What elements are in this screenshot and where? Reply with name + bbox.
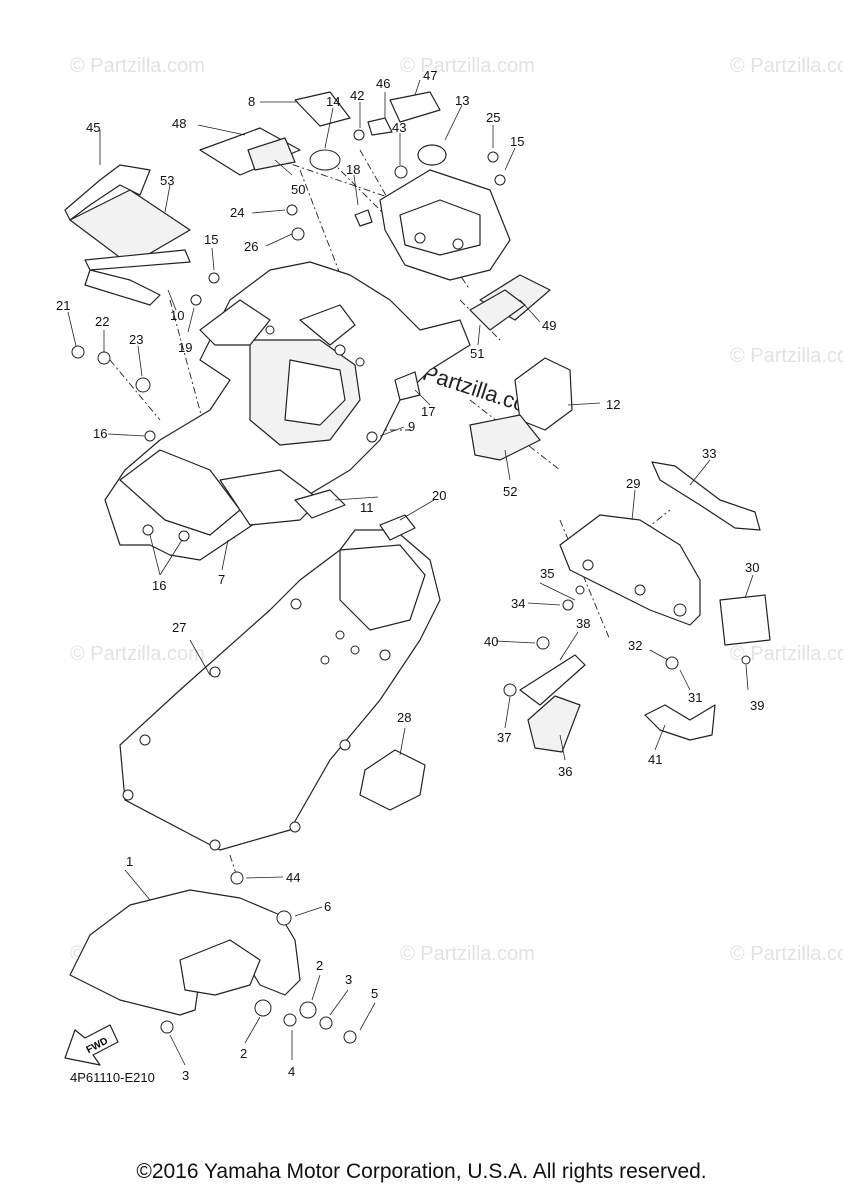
rubber-plate-28 [359,749,426,811]
callout-27: 27 [172,620,186,635]
callout-15: 15 [204,232,218,247]
callout-22: 22 [95,314,109,329]
callout-35: 35 [540,566,554,581]
rear-fender-lower [119,529,441,851]
fasteners [71,129,751,885]
watermark: © Partzilla.com [730,345,843,367]
callout-3: 3 [182,1068,189,1083]
pad-46 [367,117,393,136]
callout-18: 18 [346,162,360,177]
callout-43: 43 [392,120,406,135]
tool-box [379,169,511,281]
callout-23: 23 [129,332,143,347]
rear-fender-frame [104,261,471,561]
watermark: © Partzilla.com [400,943,535,965]
bracket-38 [519,654,586,706]
callout-32: 32 [628,638,642,653]
callout-42: 42 [350,88,364,103]
callout-26: 26 [244,239,258,254]
callout-17: 17 [421,404,435,419]
reference-code: 4P61110-E210 [70,1070,155,1085]
damper-20 [379,514,416,541]
callout-2: 2 [240,1046,247,1061]
callout-14: 14 [326,94,340,109]
license-bracket [559,514,701,626]
callout-7: 7 [218,572,225,587]
callout-4: 4 [288,1064,295,1079]
callout-8: 8 [248,94,255,109]
callout-12: 12 [606,397,620,412]
damper-8 [294,91,351,127]
fwd-arrow: FWD [64,1024,119,1066]
ring-14 [309,149,341,171]
callout-37: 37 [497,730,511,745]
callout-1: 1 [126,854,133,869]
callout-13: 13 [455,93,469,108]
callout-19: 19 [178,340,192,355]
front-fender [69,889,357,1044]
callout-24: 24 [230,205,244,220]
callout-40: 40 [484,634,498,649]
callout-labels: 1 2 2 3 3 4 5 6 7 8 9 10 11 12 13 14 15 … [56,68,764,1083]
callout-25: 25 [486,110,500,125]
leader-lines [67,79,754,1066]
callout-44: 44 [286,870,300,885]
watermark: © Partzilla.com [730,643,843,665]
callout-39: 39 [750,698,764,713]
callout-33: 33 [702,446,716,461]
callout-16: 16 [93,426,107,441]
callout-28: 28 [397,710,411,725]
callout-30: 30 [745,560,759,575]
callout-31: 31 [688,690,702,705]
watermark: © Partzilla.com [70,643,205,665]
callout-15: 15 [510,134,524,149]
cap-13 [417,144,447,166]
watermark: © Partzilla.com [70,55,205,77]
watermark: © Partzilla.com [730,55,843,77]
callout-38: 38 [576,616,590,631]
watermark: © Partzilla.com [400,55,535,77]
callout-46: 46 [376,76,390,91]
callout-36: 36 [558,764,572,779]
callout-21: 21 [56,298,70,313]
callout-3: 3 [345,972,352,987]
callout-53: 53 [160,173,174,188]
copyright-notice: ©2016 Yamaha Motor Corporation, U.S.A. A… [136,1160,707,1183]
damper-11 [294,489,346,519]
bracket-41 [644,704,716,741]
pad-47 [389,91,441,123]
callout-5: 5 [371,986,378,1001]
callout-29: 29 [626,476,640,491]
callout-10: 10 [170,308,184,323]
callout-51: 51 [470,346,484,361]
clip-18 [354,209,373,227]
callout-49: 49 [542,318,556,333]
grommet-9 [366,431,378,443]
reflector-36 [527,695,581,753]
watermark: © Partzilla.com [730,943,843,965]
callout-48: 48 [172,116,186,131]
callout-45: 45 [86,120,100,135]
callout-11: 11 [360,500,374,515]
callout-20: 20 [432,488,446,503]
callout-34: 34 [511,596,525,611]
callout-50: 50 [291,182,305,197]
callout-47: 47 [423,68,437,83]
callout-16: 16 [152,578,166,593]
documents [199,127,301,176]
reflector-30 [719,594,771,646]
callout-9: 9 [408,419,415,434]
callout-52: 52 [503,484,517,499]
callout-41: 41 [648,752,662,767]
grab-handle [469,357,573,461]
callout-6: 6 [324,899,331,914]
callout-2: 2 [316,958,323,973]
strap-and-sheet [64,164,191,306]
stay-33 [651,461,761,531]
